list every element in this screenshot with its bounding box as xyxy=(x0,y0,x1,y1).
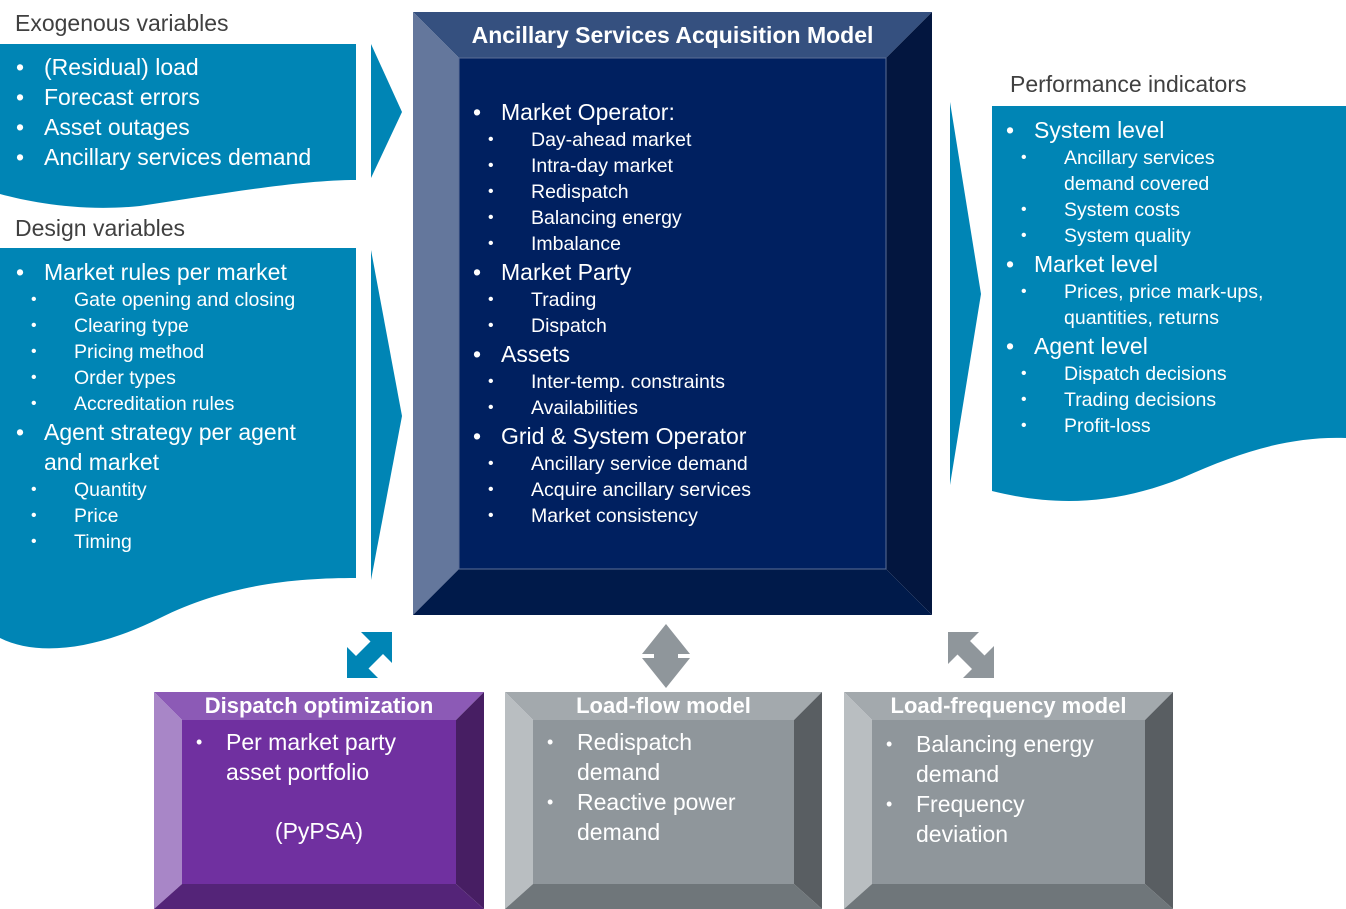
central-model-box: Ancillary Services Acquisition Model Mar… xyxy=(413,12,932,615)
performance-subitem: Prices, price mark-ups, quantities, retu… xyxy=(1021,279,1294,331)
central-group-label: Market Party xyxy=(473,257,751,287)
load-flow-model-item: Redispatch demand xyxy=(547,727,717,787)
load-flow-model-list: Redispatch demand Reactive power demand xyxy=(547,727,787,847)
central-group-label: Assets xyxy=(473,339,751,369)
dispatch-optimization-title: Dispatch optimization xyxy=(204,693,434,718)
central-subitem: Availabilities xyxy=(488,395,751,421)
exogenous-title: Exogenous variables xyxy=(15,10,229,36)
central-subitem: Redispatch xyxy=(488,179,751,205)
design-subitem: Quantity xyxy=(31,477,334,503)
central-model-title: Ancillary Services Acquisition Model xyxy=(471,22,874,48)
central-subitem: Intra-day market xyxy=(488,153,751,179)
central-subitem: Acquire ancillary services xyxy=(488,477,751,503)
load-frequency-model-list: Balancing energy demand Frequency deviat… xyxy=(886,729,1126,849)
vertical-double-arrow-icon xyxy=(642,624,690,688)
design-panel: Market rules per market Gate opening and… xyxy=(0,248,356,658)
performance-subitem: System quality xyxy=(1021,223,1336,249)
performance-subitem: Dispatch decisions xyxy=(1021,361,1336,387)
exogenous-panel: (Residual) load Forecast errors Asset ou… xyxy=(0,44,356,209)
central-subitem: Inter-temp. constraints xyxy=(488,369,751,395)
performance-group-label: System level xyxy=(1006,115,1336,145)
design-subitem: Clearing type xyxy=(31,313,334,339)
design-subitem: Price xyxy=(31,503,334,529)
design-title: Design variables xyxy=(15,215,186,241)
central-group-label: Market Operator: xyxy=(473,97,751,127)
exogenous-item: (Residual) load xyxy=(16,52,311,82)
design-subitem: Order types xyxy=(31,365,334,391)
load-frequency-model-item: Frequency deviation xyxy=(886,789,1056,849)
exogenous-item: Ancillary services demand xyxy=(16,142,311,172)
dispatch-optimization-item: Per market party asset portfolio xyxy=(196,727,436,787)
design-subitem: Accreditation rules xyxy=(31,391,334,417)
pypsa-note: (PyPSA) xyxy=(274,818,364,844)
performance-group-label: Market level xyxy=(1006,249,1336,279)
performance-panel: System level Ancillary services demand c… xyxy=(992,106,1346,516)
performance-group-label: Agent level xyxy=(1006,331,1336,361)
performance-title: Performance indicators xyxy=(1010,71,1247,97)
design-subitem: Pricing method xyxy=(31,339,334,365)
central-model-list: Market Operator: Day-ahead market Intra-… xyxy=(473,97,751,529)
design-list: Market rules per market Gate opening and… xyxy=(16,257,334,555)
performance-subitem: Trading decisions xyxy=(1021,387,1336,413)
exogenous-list: (Residual) load Forecast errors Asset ou… xyxy=(16,52,311,172)
diagonal-double-arrow-icon xyxy=(347,632,392,678)
central-subitem: Day-ahead market xyxy=(488,127,751,153)
central-subitem: Balancing energy xyxy=(488,205,751,231)
performance-subitem: Ancillary services demand covered xyxy=(1021,145,1264,197)
performance-subitem: System costs xyxy=(1021,197,1336,223)
exogenous-item: Asset outages xyxy=(16,112,311,142)
dispatch-optimization-list: Per market party asset portfolio xyxy=(196,727,436,787)
central-subitem: Imbalance xyxy=(488,231,751,257)
performance-subitem: Profit-loss xyxy=(1021,413,1336,439)
design-group-label: Agent strategy per agent and market xyxy=(16,417,334,477)
design-chevron-arrow xyxy=(371,250,402,580)
load-frequency-model-box: Load-frequency model Balancing energy de… xyxy=(844,692,1173,909)
diagonal-double-arrow-icon xyxy=(948,632,994,678)
central-subitem: Market consistency xyxy=(488,503,751,529)
dispatch-optimization-bevel xyxy=(154,692,484,909)
design-group-label: Market rules per market xyxy=(16,257,334,287)
load-flow-model-title: Load-flow model xyxy=(576,693,751,718)
load-frequency-model-item: Balancing energy demand xyxy=(886,729,1116,789)
load-flow-model-box: Load-flow model Redispatch demand Reacti… xyxy=(505,692,822,909)
design-subitem: Timing xyxy=(31,529,334,555)
exogenous-item: Forecast errors xyxy=(16,82,311,112)
performance-list: System level Ancillary services demand c… xyxy=(1006,115,1336,439)
central-subitem: Dispatch xyxy=(488,313,751,339)
load-flow-model-item: Reactive power demand xyxy=(547,787,767,847)
design-subitem: Gate opening and closing xyxy=(31,287,334,313)
central-subitem: Ancillary service demand xyxy=(488,451,751,477)
dispatch-optimization-box: Dispatch optimization Per market party a… xyxy=(154,692,484,909)
exogenous-chevron-arrow xyxy=(371,44,402,178)
central-subitem: Trading xyxy=(488,287,751,313)
load-frequency-model-title: Load-frequency model xyxy=(890,693,1127,718)
performance-chevron-arrow xyxy=(950,102,981,485)
central-group-label: Grid & System Operator xyxy=(473,421,751,451)
